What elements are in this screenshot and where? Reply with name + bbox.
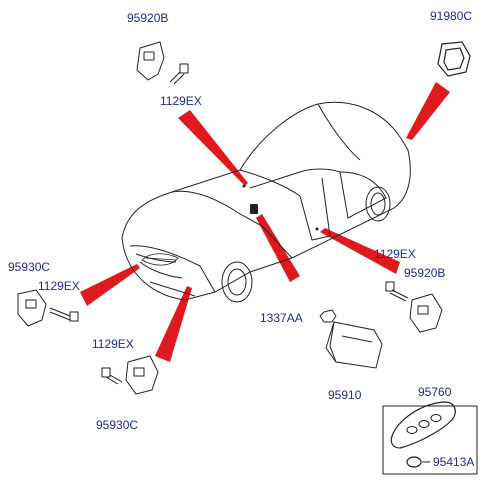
part-label-95920b-top[interactable]: 95920B	[127, 11, 169, 25]
part-label-95930c-left[interactable]: 95930C	[8, 260, 51, 274]
callout-wedge-front-sensor-top	[178, 110, 248, 186]
nut-icon	[319, 309, 337, 323]
callout-wedge-airbag-module	[256, 214, 300, 282]
remote-key-box	[382, 401, 478, 475]
car-outline	[121, 101, 411, 301]
bolt-bottom-icon	[101, 367, 123, 385]
callout-wedge-rear-sensor	[406, 82, 450, 140]
part-label-91980c[interactable]: 91980C	[430, 9, 473, 23]
car-mount-points	[242, 184, 319, 231]
part-label-95413a[interactable]: 95413A	[433, 455, 475, 469]
part-label-95760[interactable]: 95760	[418, 385, 452, 399]
part-label-95930c-bottom[interactable]: 95930C	[96, 418, 139, 432]
callout-wedge-side-sensor-right	[320, 228, 400, 274]
sensor-side-impact-bottom-icon	[125, 355, 159, 395]
sensor-side-impact-left-icon	[17, 289, 47, 327]
part-label-1129ex-top[interactable]: 1129EX	[160, 94, 202, 108]
callout-wedge-front-sensor-bottom	[155, 286, 192, 362]
part-label-95920b-right[interactable]: 95920B	[404, 266, 446, 280]
sensor-right-icon	[409, 293, 443, 333]
bolt-left-icon	[49, 307, 79, 322]
bolt-icon	[169, 63, 189, 85]
airbag-control-module-icon	[325, 321, 383, 369]
car-wheels	[221, 186, 391, 303]
part-label-1129ex-bottom[interactable]: 1129EX	[92, 337, 134, 351]
part-label-95910[interactable]: 95910	[328, 388, 362, 402]
car-grille	[141, 253, 179, 266]
part-label-1129ex-right[interactable]: 1129EX	[374, 247, 416, 261]
grommet-icon	[437, 41, 471, 77]
sensor-front-impact-icon	[136, 41, 165, 81]
bolt-right-icon	[385, 281, 409, 302]
part-label-1337aa[interactable]: 1337AA	[260, 311, 303, 325]
part-label-1129ex-left[interactable]: 1129EX	[38, 279, 80, 293]
callout-wedge-left-sensor	[80, 264, 140, 306]
callout-wedges	[80, 82, 450, 362]
